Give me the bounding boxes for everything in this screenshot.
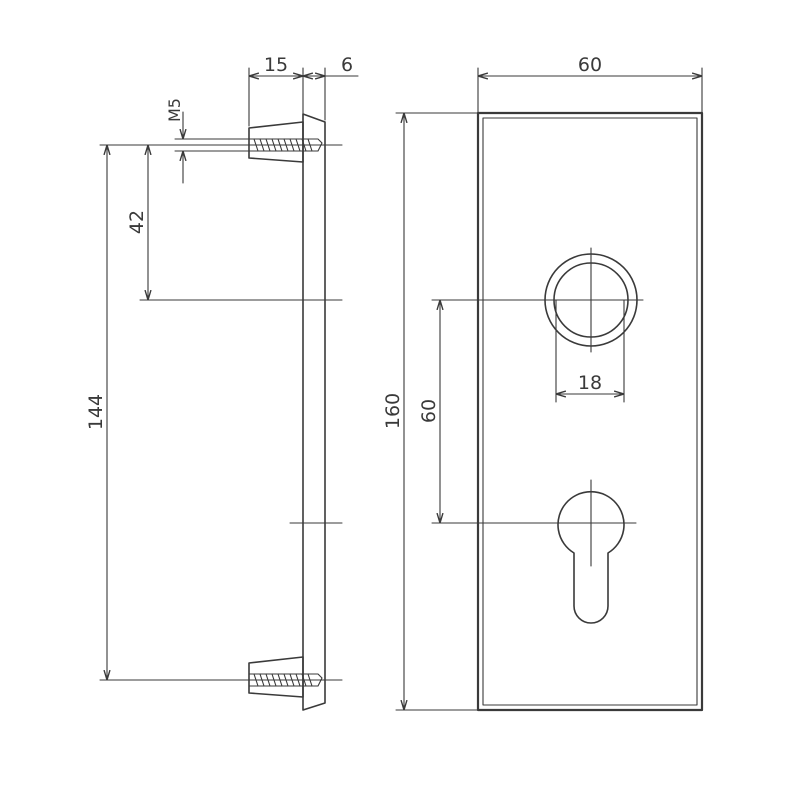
dimension-label: 60 xyxy=(418,399,440,423)
dimension-plate-height: 160 xyxy=(382,112,404,711)
plate-inner-edge xyxy=(482,117,698,706)
front-view: 60 160 60 18 xyxy=(382,54,704,712)
dimension-offset-top: 42 xyxy=(126,144,148,301)
plate-outline xyxy=(476,111,704,712)
dimension-hole-spacing: 60 xyxy=(418,299,440,524)
dimension-label: 60 xyxy=(578,54,602,76)
dimension-thread: M5 xyxy=(165,98,184,184)
dimension-label: 6 xyxy=(341,54,353,76)
dimension-plate-width: 60 xyxy=(477,54,703,76)
dimension-label: 15 xyxy=(264,54,288,76)
dimension-plate-thickness: 6 xyxy=(302,54,359,76)
dimension-boss-length: 15 xyxy=(248,54,304,76)
screw-boss-top xyxy=(182,121,343,163)
knob-hole xyxy=(538,247,644,353)
dimension-label: 42 xyxy=(126,210,148,234)
dimension-label: 160 xyxy=(382,393,404,429)
plate-side-profile xyxy=(302,113,326,711)
dimension-label: 144 xyxy=(85,394,107,430)
dimension-label: 18 xyxy=(578,372,602,394)
cylinder-hole xyxy=(545,479,637,624)
side-view: 15 6 M5 42 144 xyxy=(85,54,359,711)
screw-boss-bottom xyxy=(99,656,343,698)
dimension-screw-spacing: 144 xyxy=(85,144,107,681)
dimension-label: M5 xyxy=(165,98,184,122)
dimension-knob-hole-diameter: 18 xyxy=(555,372,625,394)
